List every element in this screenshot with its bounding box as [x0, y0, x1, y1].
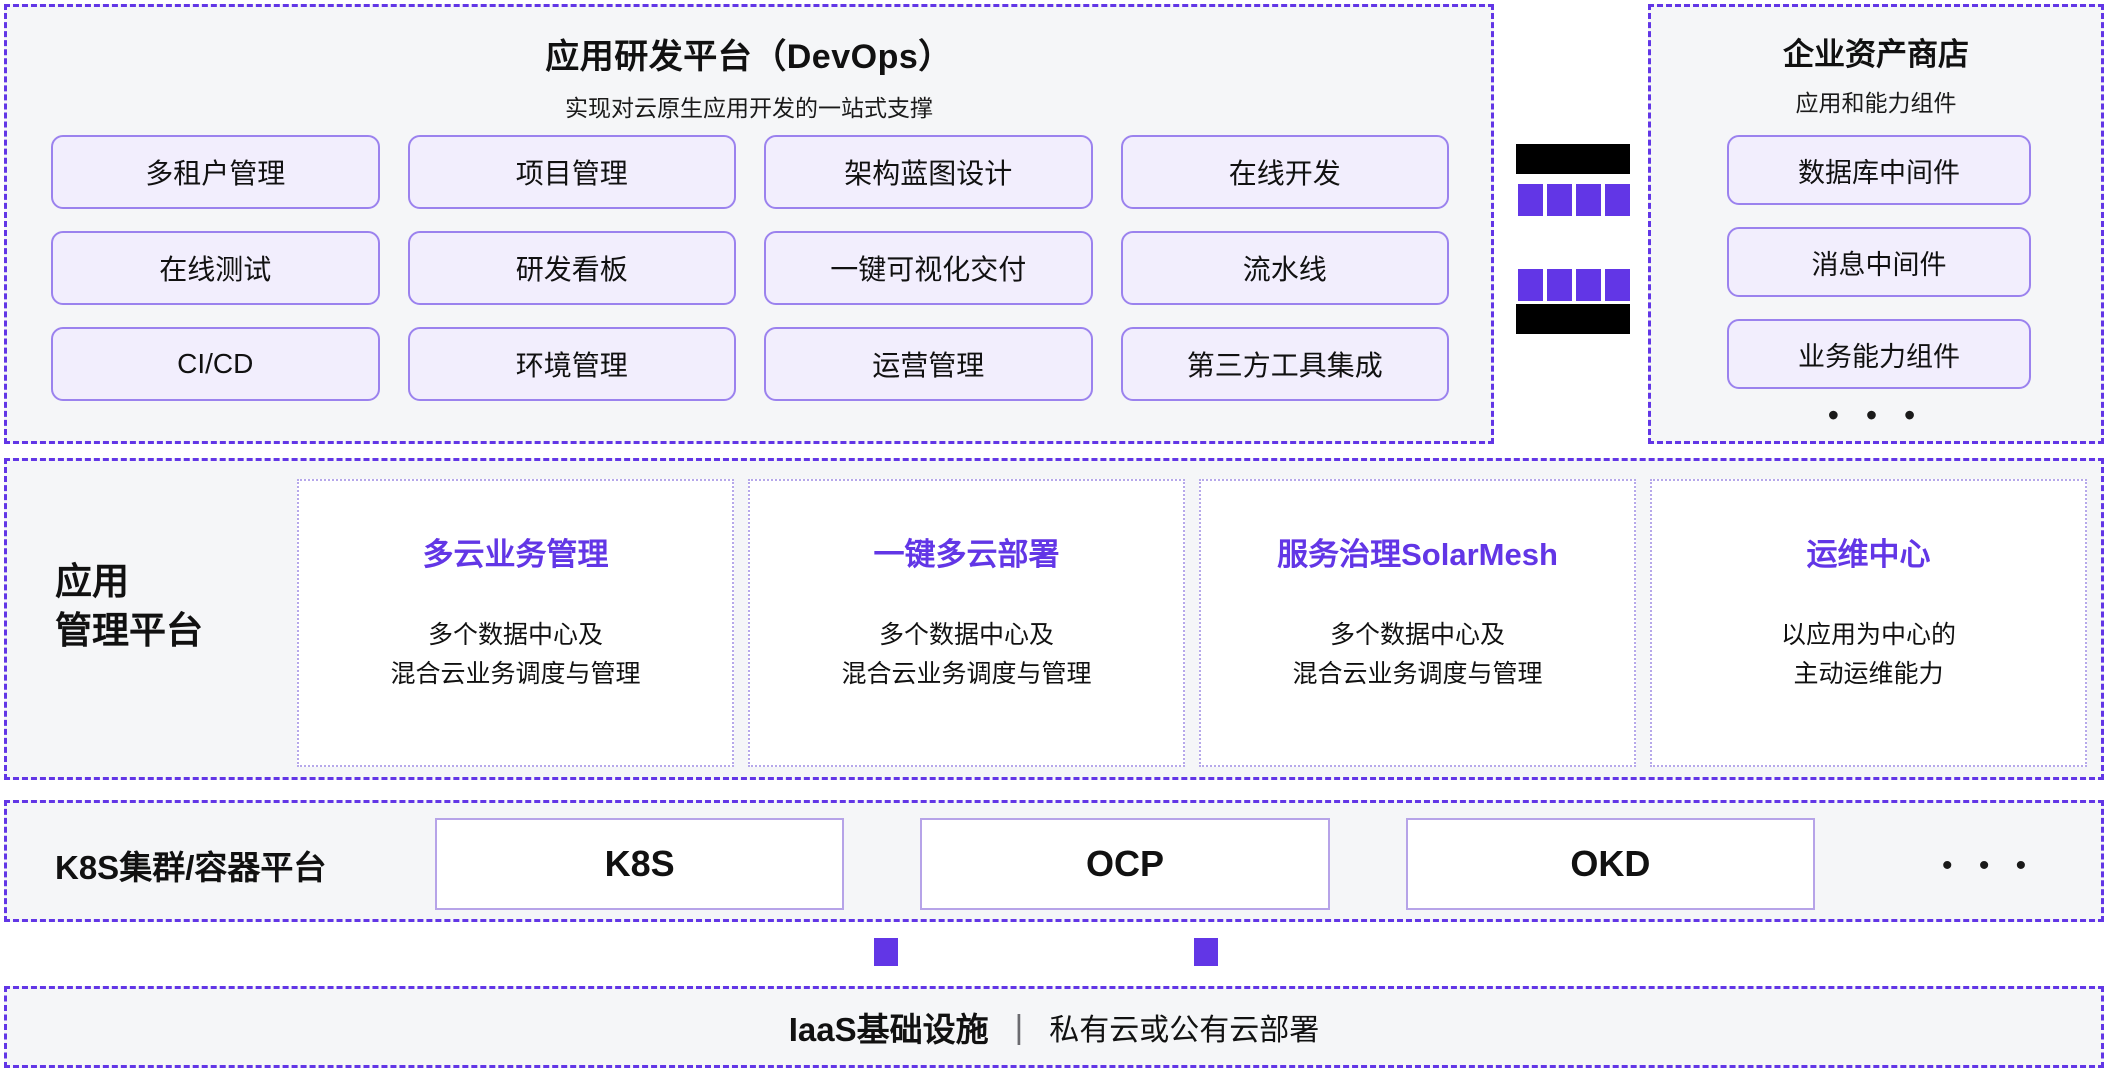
devops-chip-multi-tenant[interactable]: 多租户管理: [51, 135, 380, 209]
purple-square: [1605, 184, 1630, 216]
asset-store-ellipsis-icon: • • •: [1827, 397, 1925, 433]
mgmt-card-desc: 以应用为中心的 主动运维能力: [1780, 621, 1956, 688]
purple-square: [1576, 184, 1601, 216]
purple-square: [1547, 184, 1572, 216]
redaction-bar-top: [1516, 144, 1630, 174]
mgmt-card-title: 服务治理SolarMesh: [1277, 537, 1558, 572]
mgmt-card-title: 一键多云部署: [873, 537, 1060, 572]
mgmt-card-service-governance-solarmesh[interactable]: 服务治理SolarMesh 多个数据中心及 混合云业务调度与管理: [1199, 479, 1636, 767]
devops-chip-architecture[interactable]: 架构蓝图设计: [764, 135, 1093, 209]
mgmt-card-ops-center[interactable]: 运维中心 以应用为中心的 主动运维能力: [1650, 479, 2087, 767]
iaas-description: 私有云或公有云部署: [1049, 1014, 1320, 1047]
purple-square-row-top: [1518, 184, 1630, 216]
asset-item-message-middleware[interactable]: 消息中间件: [1727, 227, 2031, 297]
asset-store-title: 企业资产商店: [1783, 37, 1969, 72]
k8s-card-okd[interactable]: OKD: [1405, 818, 1815, 910]
mgmt-card-onekey-multicloud-deploy[interactable]: 一键多云部署 多个数据中心及 混合云业务调度与管理: [748, 479, 1185, 767]
k8s-ellipsis-icon: • • •: [1942, 849, 2036, 882]
k8s-card-ocp[interactable]: OCP: [920, 818, 1330, 910]
iaas-separator: |: [1014, 1008, 1024, 1045]
devops-subtitle: 实现对云原生应用开发的一站式支撑: [565, 95, 933, 121]
asset-store-subtitle: 应用和能力组件: [1795, 90, 1957, 116]
connector-square-right: [1194, 938, 1218, 966]
enterprise-asset-store-section: 企业资产商店 应用和能力组件 数据库中间件 消息中间件 业务能力组件 • • •: [1648, 4, 2104, 444]
devops-chip-cicd[interactable]: CI/CD: [51, 327, 380, 401]
iaas-title: IaaS基础设施: [788, 1011, 989, 1048]
k8s-section-label: K8S集群/容器平台: [55, 849, 327, 886]
management-platform-label: 应用 管理平台: [55, 561, 203, 652]
asset-item-database-middleware[interactable]: 数据库中间件: [1727, 135, 2031, 205]
redaction-bar-bottom: [1516, 304, 1630, 334]
iaas-content: IaaS基础设施 | 私有云或公有云部署: [7, 989, 2101, 1065]
mgmt-card-title: 多云业务管理: [422, 537, 609, 572]
management-card-grid: 多云业务管理 多个数据中心及 混合云业务调度与管理 一键多云部署 多个数据中心及…: [297, 479, 2087, 767]
purple-square: [1605, 269, 1630, 301]
redacted-middle-column: [1502, 4, 1630, 444]
devops-chip-online-test[interactable]: 在线测试: [51, 231, 380, 305]
devops-chip-visual-deliver[interactable]: 一键可视化交付: [764, 231, 1093, 305]
mgmt-card-desc: 多个数据中心及 混合云业务调度与管理: [841, 621, 1092, 688]
connector-square-left: [874, 938, 898, 966]
devops-platform-section: 应用研发平台（DevOps） 实现对云原生应用开发的一站式支撑 多租户管理 项目…: [4, 4, 1494, 444]
devops-chip-online-dev[interactable]: 在线开发: [1120, 135, 1449, 209]
devops-title: 应用研发平台（DevOps）: [545, 38, 953, 76]
asset-store-list: 数据库中间件 消息中间件 业务能力组件: [1727, 135, 2031, 389]
mgmt-card-multicloud-business[interactable]: 多云业务管理 多个数据中心及 混合云业务调度与管理: [297, 479, 734, 767]
devops-capability-grid: 多租户管理 项目管理 架构蓝图设计 在线开发 在线测试 研发看板 一键可视化交付…: [51, 135, 1449, 401]
devops-chip-3rd-party[interactable]: 第三方工具集成: [1120, 327, 1449, 401]
k8s-card-k8s[interactable]: K8S: [435, 818, 845, 910]
purple-square: [1518, 184, 1543, 216]
purple-square-row-bottom: [1518, 269, 1630, 301]
mgmt-card-desc: 多个数据中心及 混合云业务调度与管理: [1292, 621, 1543, 688]
devops-chip-ops-mgmt[interactable]: 运营管理: [764, 327, 1093, 401]
mgmt-card-title: 运维中心: [1806, 537, 1931, 572]
mgmt-card-desc: 多个数据中心及 混合云业务调度与管理: [390, 621, 641, 688]
k8s-card-row: K8S OCP OKD: [435, 818, 1815, 910]
devops-chip-env-mgmt[interactable]: 环境管理: [407, 327, 736, 401]
application-management-platform-section: 应用 管理平台 多云业务管理 多个数据中心及 混合云业务调度与管理 一键多云部署…: [4, 458, 2104, 780]
iaas-infrastructure-section: IaaS基础设施 | 私有云或公有云部署: [4, 986, 2104, 1068]
purple-square: [1547, 269, 1572, 301]
purple-square: [1576, 269, 1601, 301]
k8s-container-platform-section: K8S集群/容器平台 K8S OCP OKD • • •: [4, 800, 2104, 922]
devops-chip-pipeline[interactable]: 流水线: [1120, 231, 1449, 305]
devops-chip-dev-board[interactable]: 研发看板: [407, 231, 736, 305]
devops-chip-project-mgmt[interactable]: 项目管理: [407, 135, 736, 209]
purple-square: [1518, 269, 1543, 301]
asset-item-business-component[interactable]: 业务能力组件: [1727, 319, 2031, 389]
